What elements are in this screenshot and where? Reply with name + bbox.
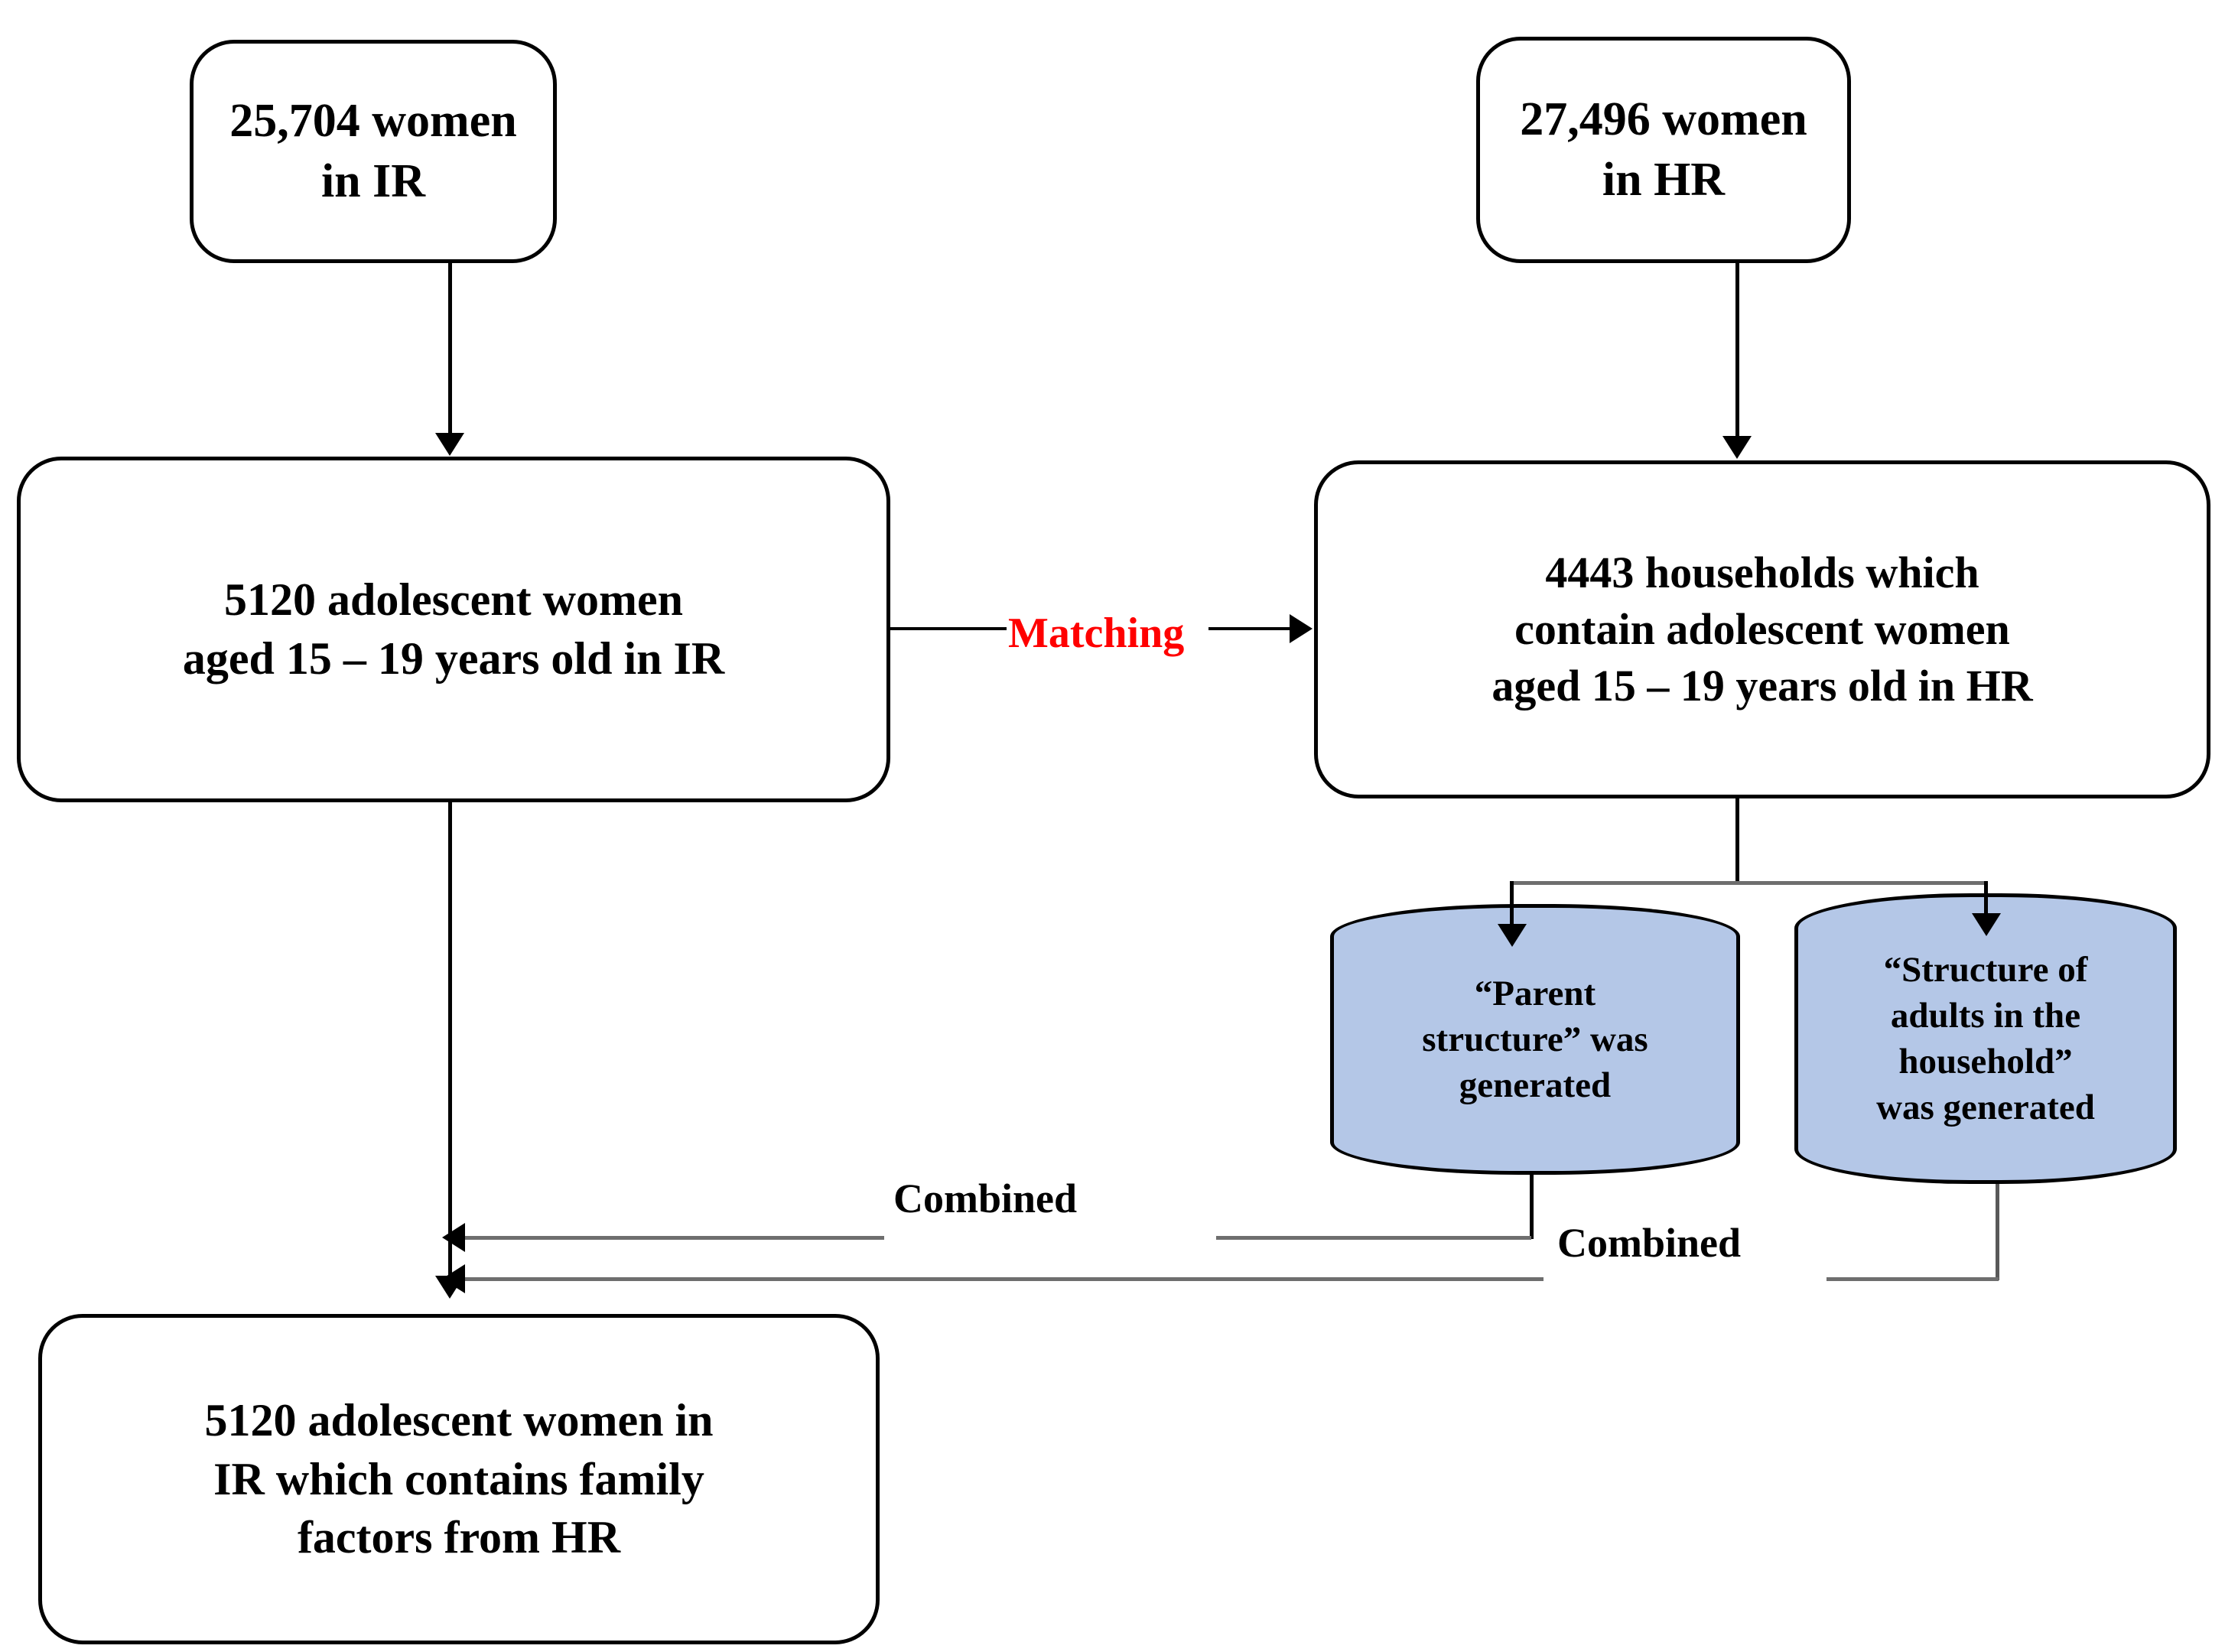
node-ir-total: 25,704 women in IR xyxy=(190,40,557,263)
arrowhead-hr-total-to-households xyxy=(1722,436,1752,459)
connector-combined-parent-left xyxy=(464,1236,884,1240)
node-hr-households: 4443 households which contain adolescent… xyxy=(1314,460,2210,798)
node-parent-structure-label: “Parent structure” was generated xyxy=(1422,973,1648,1106)
connector-branch-to-adult-structure xyxy=(1984,881,1988,918)
connector-parent-down xyxy=(1530,1175,1534,1239)
node-ir-adolescent-label: 5120 adolescent women aged 15 – 19 years… xyxy=(182,574,725,684)
arrowhead-branch-to-adult-structure xyxy=(1972,913,2001,936)
connector-matching-left xyxy=(890,627,1007,630)
arrowhead-combined-adults xyxy=(442,1264,465,1293)
connector-combined-adults-left xyxy=(464,1277,1544,1281)
connector-ir-total-to-adolescent xyxy=(448,263,452,437)
node-ir-final-label: 5120 adolescent women in IR which contai… xyxy=(204,1394,714,1563)
node-parent-structure: “Parent structure” was generated xyxy=(1330,904,1740,1175)
connector-households-branch-stem xyxy=(1735,798,1739,883)
node-adult-structure: “Structure of adults in the household” w… xyxy=(1794,893,2177,1184)
connector-adult-structure-down xyxy=(1996,1184,1999,1280)
arrowhead-matching xyxy=(1290,614,1313,643)
connector-combined-adults-right xyxy=(1827,1277,1999,1281)
node-hr-total: 27,496 women in HR xyxy=(1476,37,1851,263)
edge-label-matching: Matching xyxy=(1008,610,1185,657)
node-ir-final: 5120 adolescent women in IR which contai… xyxy=(38,1314,880,1644)
connector-adolescent-to-final xyxy=(448,802,452,1292)
node-hr-households-label: 4443 households which contain adolescent… xyxy=(1491,547,2033,711)
arrowhead-ir-total-to-adolescent xyxy=(435,433,464,456)
node-adult-structure-label: “Structure of adults in the household” w… xyxy=(1876,949,2095,1128)
arrowhead-branch-to-parent xyxy=(1498,924,1527,947)
arrowhead-combined-parent xyxy=(442,1223,465,1252)
node-hr-total-label: 27,496 women in HR xyxy=(1520,93,1807,206)
node-ir-total-label: 25,704 women in IR xyxy=(229,94,517,207)
edge-label-combined-parent: Combined xyxy=(893,1176,1078,1221)
node-ir-adolescent: 5120 adolescent women aged 15 – 19 years… xyxy=(17,457,890,802)
connector-branch-to-parent xyxy=(1510,881,1514,928)
connector-combined-parent-right xyxy=(1216,1236,1531,1240)
connector-hr-total-to-households xyxy=(1735,263,1739,441)
connector-households-branch-bar xyxy=(1510,881,1988,885)
edge-label-combined-adults: Combined xyxy=(1557,1220,1742,1266)
connector-matching-right xyxy=(1208,627,1291,630)
